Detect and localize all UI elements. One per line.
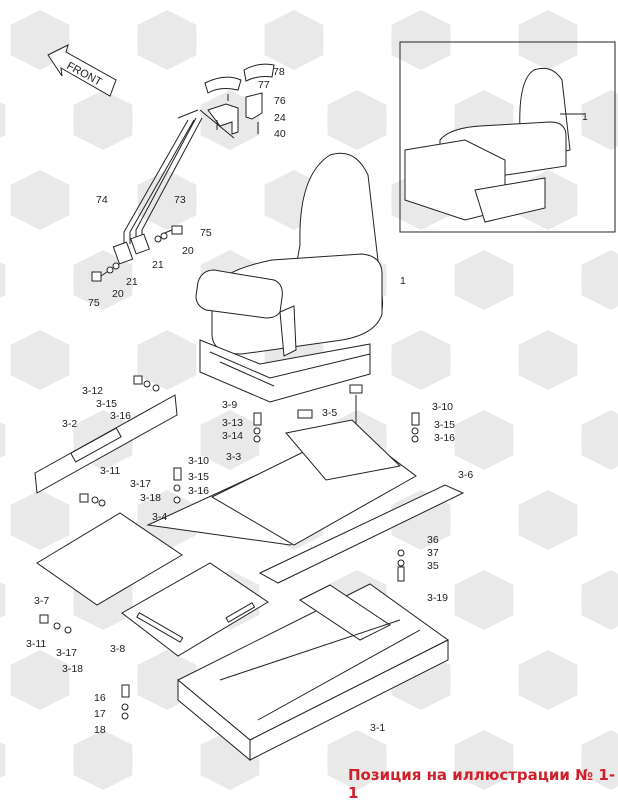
part-label: 21 [126,276,138,288]
part-label: 3-9 [222,399,237,411]
watermark-hex [137,10,197,70]
part-label: 16 [94,692,106,704]
part-label: 37 [427,547,439,559]
watermark-hex [0,102,6,138]
part-label: 3-3 [226,451,241,463]
part-label: 74 [96,194,108,206]
part-label: 40 [274,128,286,140]
watermark-hex [518,490,578,550]
part-label: 1 [400,275,406,287]
watermark-hex [518,330,578,390]
part-label: 18 [94,724,106,736]
watermark-hex [10,170,70,230]
fasteners-lower [39,375,420,720]
part-label: 24 [274,112,286,124]
watermark-hex [581,570,618,630]
watermark-hex [454,730,514,790]
part-label: 3-11 [100,465,120,477]
inset-view [399,41,616,233]
watermark-hex [137,170,197,230]
part-label: 3-17 [56,647,77,659]
part-label: 3-16 [110,410,131,422]
part-label: 1 [582,111,588,123]
watermark-hex [581,410,618,470]
watermark-hex [327,730,387,790]
part-label: 17 [94,708,106,720]
part-label: 20 [112,288,124,300]
part-label: 3-6 [458,469,473,481]
watermark-hex [454,410,514,470]
watermark-hex [518,650,578,710]
part-label: 3-13 [222,417,243,429]
watermark-hex [327,90,387,150]
part-label: 3-11 [26,638,46,650]
watermark-hex [454,250,514,310]
part-label: 3-7 [34,595,49,607]
watermark-hex [0,262,6,298]
part-label: 3-17 [130,478,151,490]
illustration-position-caption: Позиция на иллюстрации № 1-1 [348,766,616,802]
part-label: 3-18 [140,492,161,504]
watermark-hex [10,330,70,390]
part-label: 3-10 [432,401,453,413]
watermark-hex [10,650,70,710]
watermark-hex [454,570,514,630]
part-label: 3-1 [370,722,385,734]
part-label: 36 [427,534,439,546]
part-label: 3-4 [152,511,167,523]
watermark-hex [10,490,70,550]
part-label: 3-15 [96,398,117,410]
part-label: 35 [427,560,439,572]
part-label: 21 [152,259,164,271]
watermark-hex [518,10,578,70]
part-label: 77 [258,79,270,91]
watermark-hex [391,10,451,70]
watermark-hex [581,250,618,310]
plates [34,394,465,657]
bolts-upper [91,225,183,282]
part-label: 76 [274,95,286,107]
part-label: 3-16 [188,485,209,497]
part-label: 3-19 [427,592,448,604]
part-label: 3-8 [110,643,125,655]
watermark-hex [73,730,133,790]
part-label: 3-15 [434,419,455,431]
watermark-hex [581,730,618,790]
base-box [177,583,449,762]
part-label: 3-16 [434,432,455,444]
watermark [0,10,618,790]
watermark-hex [581,90,618,150]
part-label: 20 [182,245,194,257]
front-arrow: FRONT [47,44,117,97]
part-label: 75 [88,297,100,309]
part-label: 75 [200,227,212,239]
watermark-hex [0,582,6,618]
seat [195,152,384,490]
part-label: 3-12 [82,385,103,397]
part-label: 3-2 [62,418,77,430]
watermark-hex [0,422,6,458]
watermark-hex [137,330,197,390]
watermark-hex [391,330,451,390]
watermark-hex [0,742,6,778]
part-label: 3-15 [188,471,209,483]
watermark-hex [73,90,133,150]
part-label: 3-10 [188,455,209,467]
part-label: 3-14 [222,430,243,442]
lever-rods [112,109,235,265]
armrest-handles [204,63,275,135]
watermark-hex [200,410,260,470]
part-label: 3-18 [62,663,83,675]
part-label: 73 [174,194,186,206]
part-label: 3-5 [322,407,337,419]
watermark-hex [264,10,324,70]
part-label: 78 [273,66,285,78]
